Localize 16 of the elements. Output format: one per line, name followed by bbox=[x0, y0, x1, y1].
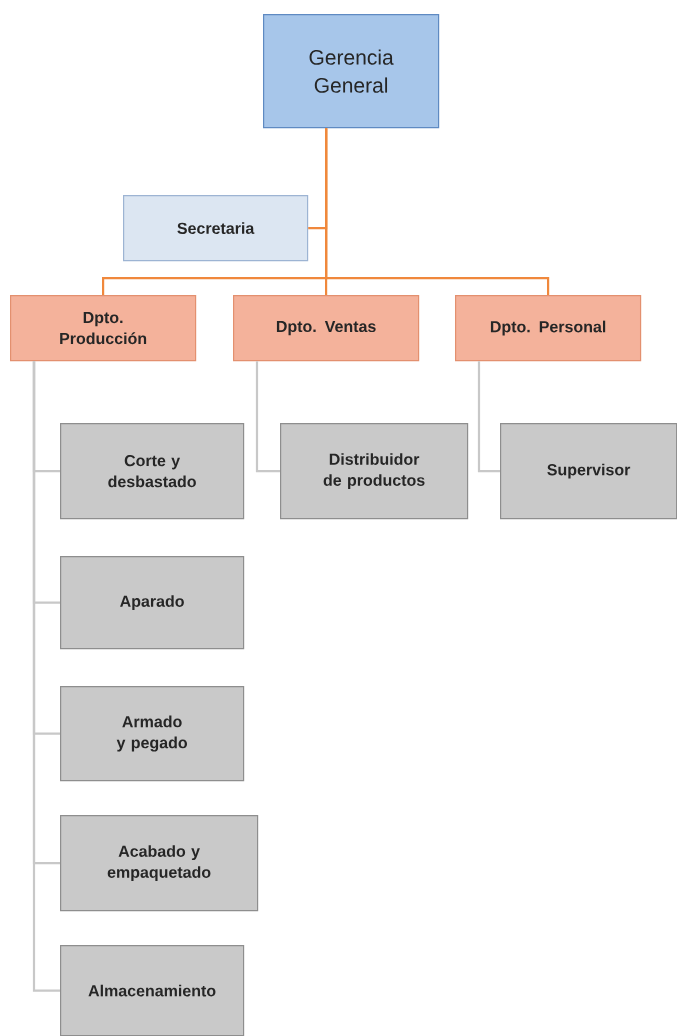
org-chart-box: Almacenamiento bbox=[60, 945, 245, 1036]
org-chart-box: Acabado y empaquetado bbox=[60, 815, 259, 912]
connector-line bbox=[325, 128, 550, 295]
connector-line bbox=[255, 361, 280, 473]
connector-line bbox=[32, 361, 60, 992]
org-chart-box: Gerencia General bbox=[263, 14, 440, 129]
org-chart-box: Dpto. Ventas bbox=[233, 295, 420, 362]
org-chart-box: Corte y desbastado bbox=[60, 423, 245, 520]
connector-line bbox=[477, 361, 500, 473]
org-chart-box: Dpto. Producción bbox=[10, 295, 197, 362]
org-chart-box: Armado y pegado bbox=[60, 686, 245, 782]
org-chart-box: Secretaria bbox=[123, 195, 309, 262]
org-chart-box: Distribuidor de productos bbox=[280, 423, 469, 520]
org-chart-box: Dpto. Personal bbox=[455, 295, 642, 362]
org-chart-box: Aparado bbox=[60, 556, 245, 650]
org-chart-box: Supervisor bbox=[500, 423, 677, 520]
